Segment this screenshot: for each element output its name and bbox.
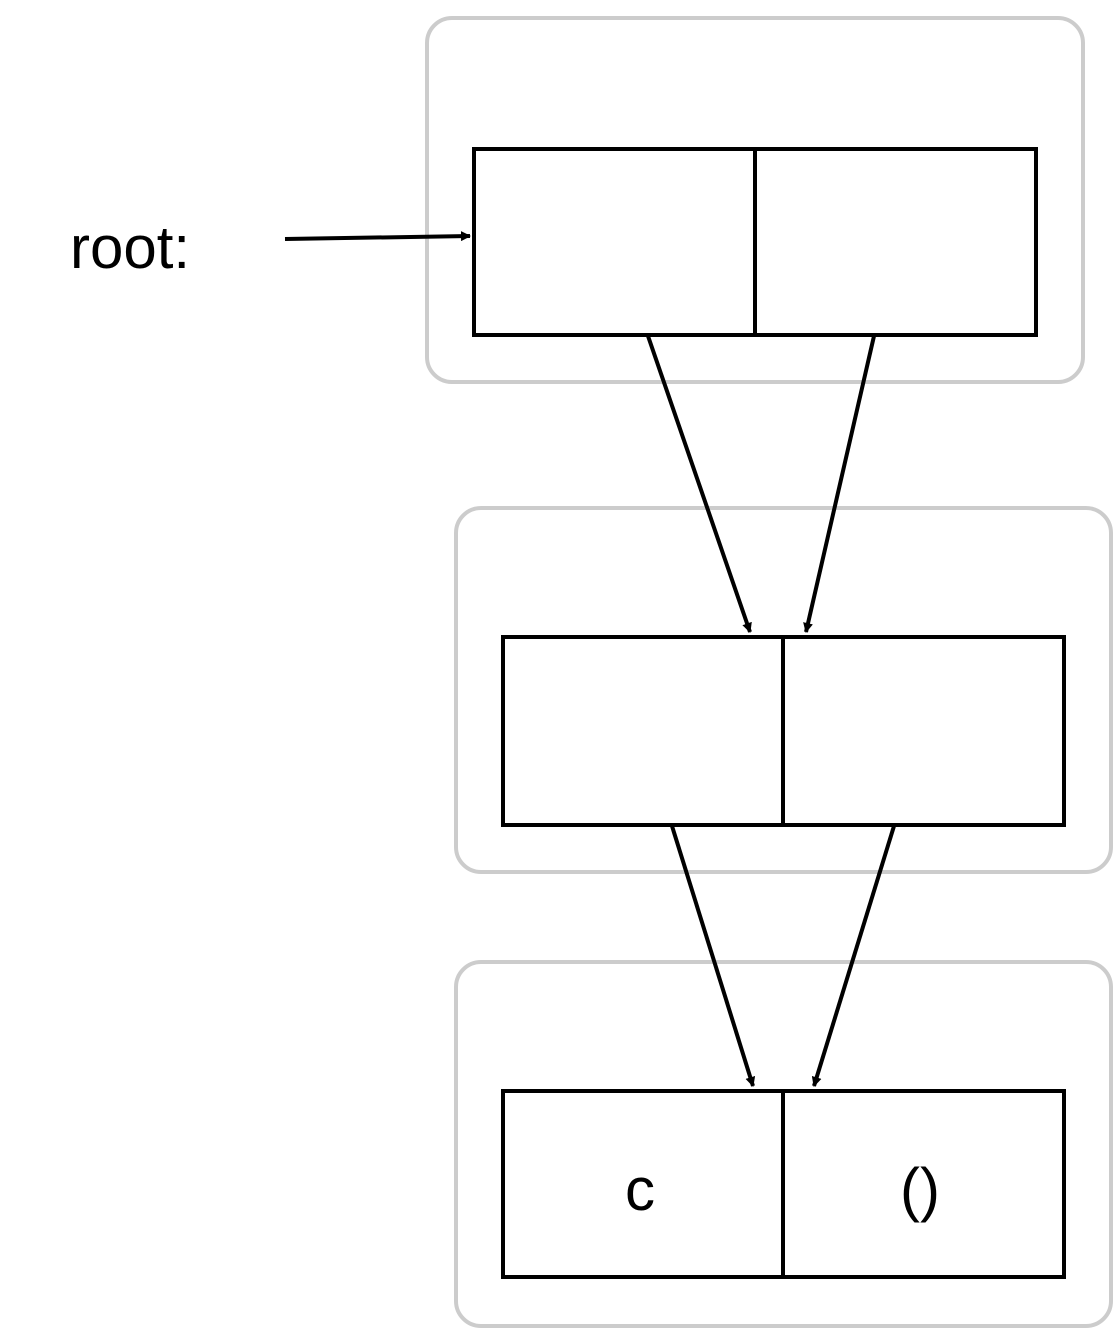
arrow-2-car: [670, 825, 756, 1087]
arrow-1-cdr: [803, 335, 876, 633]
pair-3-cdr: [781, 1089, 1066, 1279]
arrow-2-cdr: [811, 825, 896, 1087]
root-label: root:: [70, 214, 190, 281]
frame-1: [425, 16, 1085, 384]
pair-3-car-value: c: [625, 1156, 655, 1223]
frame-3: [454, 960, 1113, 1328]
pair-1-car: [472, 147, 757, 337]
pair-2-car: [501, 635, 785, 827]
arrow-1-car: [646, 335, 752, 633]
frame-2: [454, 506, 1113, 874]
pair-3-cdr-value: (): [900, 1156, 940, 1223]
pair-1-cdr: [753, 147, 1038, 337]
pair-3-car: [501, 1089, 785, 1279]
pair-2-cdr: [781, 635, 1066, 827]
root-arrow: [284, 231, 471, 242]
